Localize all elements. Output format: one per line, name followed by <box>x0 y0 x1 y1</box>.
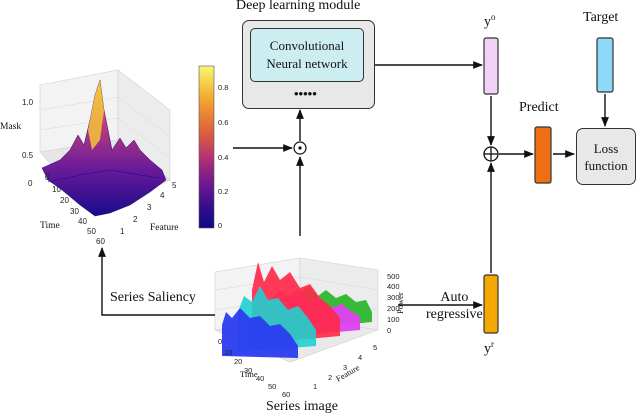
mask-feature-tick: 2 <box>133 215 138 224</box>
loss-label-line1: Loss <box>593 140 619 156</box>
series-xlabel: Time <box>240 369 258 379</box>
y-r-label: yr <box>484 339 494 357</box>
target-label: Target <box>583 10 619 25</box>
series-ztick: 200 <box>387 304 400 313</box>
colorbar-tick: 0.4 <box>218 153 228 162</box>
series-time-tick: 40 <box>256 374 264 383</box>
colorbar-tick: 0.6 <box>218 118 228 127</box>
mask-axis-ticks: 1.0 0.5 0 0 10 20 30 40 50 60 1 2 3 4 5 <box>22 98 177 246</box>
mask-feature-tick: 4 <box>160 191 165 200</box>
colorbar-tick: 0.2 <box>218 187 228 196</box>
series-time-tick: 60 <box>282 390 290 399</box>
mask-time-tick: 50 <box>87 227 96 236</box>
cnn-label-line1: Convolutional <box>269 38 345 53</box>
mask-surface-plot <box>39 69 171 217</box>
mask-ylabel: Feature <box>150 223 179 233</box>
colorbar: 0.8 0.6 0.4 0.2 0 <box>198 65 228 230</box>
series-ylabel: Feature <box>334 362 361 384</box>
mask-time-tick: 60 <box>96 237 105 246</box>
colorbar-tick: 0 <box>218 221 222 230</box>
mask-time-tick: 30 <box>70 207 79 216</box>
colorbar-tick: 0.8 <box>218 83 228 92</box>
series-ztick: 400 <box>387 282 400 291</box>
series-time-tick: 10 <box>224 348 232 357</box>
auto-regressive-label: Auto regressive <box>426 289 483 323</box>
mask-feature-tick: 1 <box>120 227 125 236</box>
mask-time-tick: 0 <box>45 173 50 182</box>
series-saliency-label: Series Saliency <box>110 290 196 305</box>
series-time-tick: 0 <box>218 337 222 346</box>
series-time-tick: 30 <box>244 366 252 375</box>
mask-zlabel: Mask <box>0 122 21 132</box>
series-axis-ticks: 500 400 300 200 100 0 0 10 20 30 40 50 6… <box>218 272 400 399</box>
series-time-tick: 20 <box>234 357 242 366</box>
mask-feature-tick: 3 <box>147 203 152 212</box>
module-ellipsis: ••••• <box>294 86 317 101</box>
mask-ztick: 0.5 <box>22 151 34 160</box>
series-feature-tick: 4 <box>358 353 362 362</box>
module-title: Deep learning module <box>236 0 361 13</box>
arrow-series-saliency <box>98 247 215 316</box>
predict-vector <box>534 126 552 184</box>
mask-feature-tick: 5 <box>172 181 177 190</box>
series-time-tick: 50 <box>268 382 276 391</box>
flow-arrows <box>98 61 609 316</box>
cnn-label-line2: Neural network <box>266 56 348 71</box>
predict-label: Predict <box>519 100 559 115</box>
series-feature-tick: 5 <box>373 343 377 352</box>
mask-ztick: 1.0 <box>22 98 34 107</box>
mask-ztick: 0 <box>28 179 33 188</box>
y-r-vector <box>483 274 499 334</box>
mask-time-tick: 40 <box>78 217 87 226</box>
series-ztick: 300 <box>387 293 400 302</box>
series-feature-tick: 1 <box>313 382 317 391</box>
series-ztick: 0 <box>387 326 391 335</box>
series-feature-tick: 3 <box>343 363 347 372</box>
series-zlabel: Power <box>395 292 405 314</box>
auto-regressive-line2: regressive <box>426 307 483 322</box>
series-image-plot <box>213 257 379 363</box>
mask-time-tick: 20 <box>60 196 69 205</box>
series-ztick: 100 <box>387 315 400 324</box>
y-o-label: yo <box>484 12 496 30</box>
cnn-box: Convolutional Neural network <box>250 28 364 82</box>
series-image-label: Series image <box>266 399 338 414</box>
mask-time-tick: 10 <box>52 185 61 194</box>
y-o-vector <box>483 37 499 95</box>
loss-label-line2: function <box>584 157 628 173</box>
series-feature-tick: 2 <box>328 373 332 382</box>
series-ztick: 500 <box>387 272 400 281</box>
target-vector <box>596 37 614 93</box>
auto-regressive-line1: Auto <box>440 290 469 305</box>
mask-xlabel: Time <box>40 221 60 231</box>
loss-function-box: Loss function <box>576 128 636 185</box>
